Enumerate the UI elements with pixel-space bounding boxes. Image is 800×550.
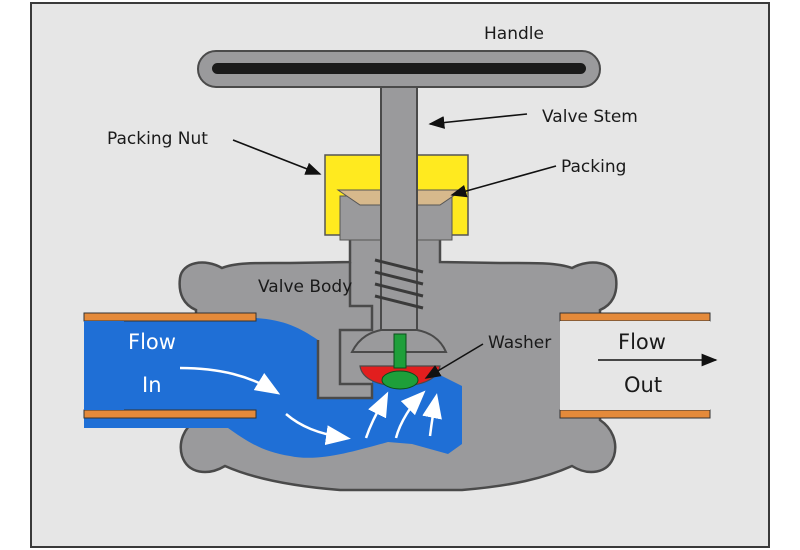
label-valve-body: Valve Body — [258, 277, 353, 297]
washer-screw — [393, 333, 407, 369]
screw-head — [381, 370, 419, 390]
inlet-pipe-water — [84, 321, 124, 410]
label-flow-in-top: Flow — [128, 330, 176, 354]
stem-threads — [374, 258, 424, 310]
label-flow-out-top: Flow — [618, 330, 666, 354]
valve-stem — [380, 81, 418, 353]
label-valve-stem: Valve Stem — [542, 107, 638, 127]
outlet-pipe-top — [559, 312, 711, 322]
label-handle: Handle — [484, 24, 544, 44]
inlet-pipe-bottom — [83, 409, 257, 419]
flow-arrows — [179, 366, 442, 446]
outlet-pipe-bottom — [559, 409, 711, 419]
inlet-pipe-top — [83, 312, 257, 322]
outlet-pipe-interior — [560, 321, 710, 410]
label-flow-out-bottom: Out — [624, 373, 663, 397]
label-washer: Washer — [488, 333, 552, 353]
seat-wall — [316, 262, 374, 400]
callout-arrows — [232, 113, 718, 379]
handle-grip — [212, 63, 586, 74]
label-packing-nut: Packing Nut — [107, 129, 208, 149]
label-flow-in-bottom: In — [142, 373, 162, 397]
outlet-bore — [462, 320, 520, 450]
label-packing: Packing — [561, 157, 627, 177]
